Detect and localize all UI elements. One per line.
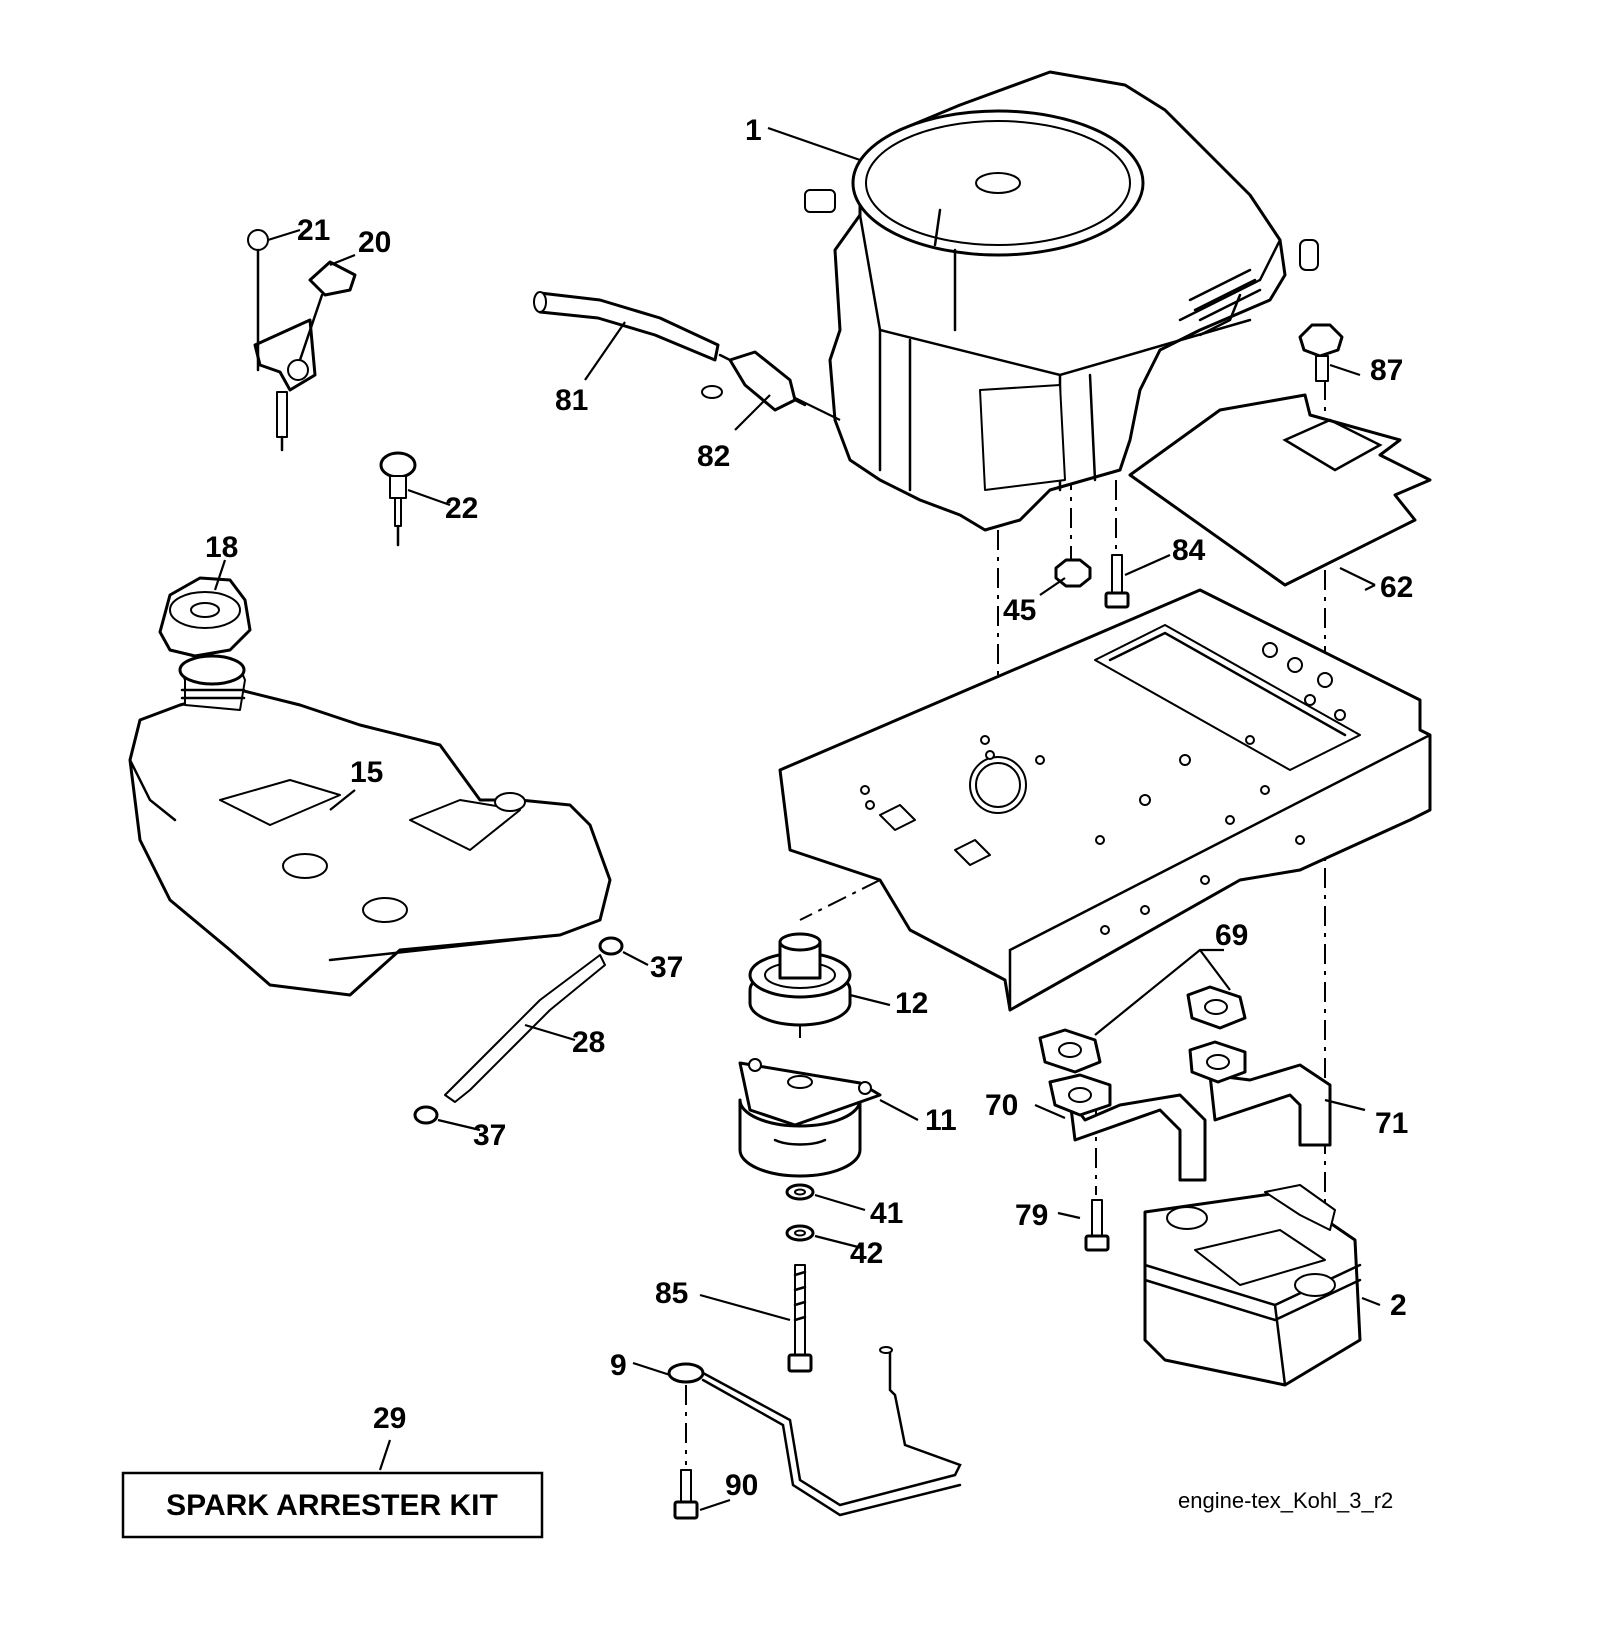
callout-90: 90 [725,1469,758,1502]
spark-arrester-kit-box: SPARK ARRESTER KIT [121,1471,544,1539]
callout-69: 69 [1215,919,1248,952]
hose-clamp-lower [413,1105,439,1125]
callout-84: 84 [1172,534,1206,567]
heat-shield [1128,393,1432,587]
bolt-84 [1104,554,1130,609]
callout-79: 79 [1015,1199,1048,1232]
callout-41: 41 [870,1197,903,1230]
callout-87: 87 [1370,354,1403,387]
pulley [748,932,852,1027]
callout-45: 45 [1003,594,1036,627]
fuel-filter [701,350,807,412]
callout-labels: 1 2 9 11 12 15 18 20 21 22 28 29 37 37 4… [205,114,1413,1502]
rod [667,1346,962,1517]
washer-42 [785,1224,815,1242]
bolt-79 [1084,1199,1110,1252]
callout-2: 2 [1390,1289,1407,1322]
callout-1: 1 [745,114,762,147]
tank-neck-threads [180,688,246,700]
frame-holes [860,642,1346,935]
engine-fins [1188,268,1262,322]
callout-18: 18 [205,531,238,564]
bolt-85 [787,1264,813,1373]
clutch [738,1058,882,1178]
callout-70: 70 [985,1089,1018,1122]
stud-87 [1298,323,1344,382]
muffler [1143,1184,1362,1387]
callout-20: 20 [358,226,391,259]
nut-45 [1054,558,1092,588]
callout-82: 82 [697,440,730,473]
hose-clamp-upper [598,936,624,956]
fuel-line [533,291,720,362]
callout-11: 11 [925,1104,957,1137]
spark-arrester-kit-label: SPARK ARRESTER KIT [166,1489,498,1522]
throttle-control [247,229,357,452]
callout-21: 21 [297,214,330,247]
callout-81: 81 [555,384,588,417]
exhaust-pipe-right [1188,1040,1332,1147]
callout-12: 12 [895,987,928,1020]
callout-9: 9 [610,1349,627,1382]
bolt-85-threads [793,1270,807,1322]
gasket-left [1038,1028,1102,1074]
washer-41 [785,1183,815,1201]
callout-37-lower: 37 [473,1119,506,1152]
gasket-right [1186,985,1247,1030]
leader-lines [213,126,1381,1512]
callout-71: 71 [1375,1107,1408,1140]
callout-22: 22 [445,492,478,525]
bolt-90 [673,1469,699,1520]
callout-42: 42 [850,1237,883,1270]
callout-37-upper: 37 [650,951,683,984]
fuel-hose [444,954,606,1103]
engine [804,70,1319,532]
choke-knob [379,451,417,547]
callout-62: 62 [1380,571,1413,604]
exhaust-pipe-left [1048,1073,1207,1182]
callout-15: 15 [350,756,383,789]
fuel-cap [158,576,252,658]
callout-85: 85 [655,1277,688,1310]
frame-plate [778,588,1432,1012]
callout-29: 29 [373,1402,406,1435]
fuel-tank [128,654,612,997]
callout-28: 28 [572,1026,605,1059]
drawing-id: engine-tex_Kohl_3_r2 [1178,1488,1393,1513]
